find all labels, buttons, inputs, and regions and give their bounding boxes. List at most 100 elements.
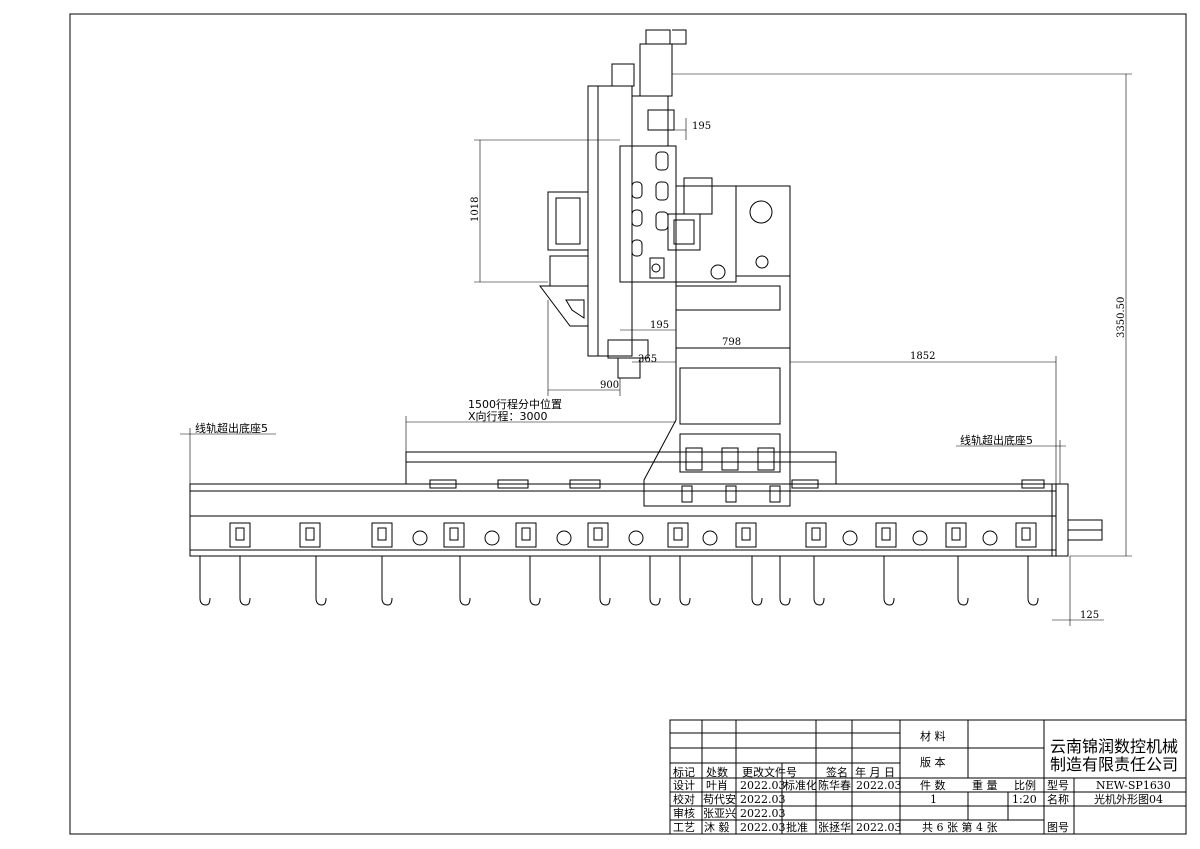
company-name-line2: 制造有限责任公司 [1050,755,1178,774]
leveling-hook [199,556,211,606]
bed-pocket-bolt [673,527,683,541]
bed-hole [702,530,718,546]
sheet-info: 共 6 张 第 4 张 [922,820,997,834]
design-name: 叶肖 [706,778,728,792]
bed-pocket-bolt [741,527,751,541]
header-count: 处数 [706,766,728,779]
note-x-stroke: X向行程：3000 [468,409,548,423]
std-name: 陈华春 [818,778,851,792]
bed-pocket [515,522,537,548]
scale-value: 1:20 [1012,793,1037,806]
leveling-hook [315,556,327,606]
note-rail-left: 线轨超出底座5 [195,421,268,435]
dim-1852: 1852 [910,351,935,362]
leveling-hook [751,556,763,606]
bed-pocket [875,522,897,548]
company-name-line1: 云南锦润数控机械 [1050,737,1178,756]
scale-label: 比例 [1014,778,1036,792]
bed-pocket [667,522,689,548]
leveling-hooks [199,556,1039,606]
note-rail-right: 线轨超出底座5 [960,433,1033,447]
approve-date: 2022.03 [856,821,902,834]
dim-1018: 1018 [470,197,481,222]
design-label: 设计 [673,779,695,792]
std-date: 2022.03 [856,779,902,792]
bed-pocket-bolt [1021,527,1031,541]
drawing-no-label: 图号 [1047,821,1069,834]
note-stroke-center: 1500行程分中位置 [468,397,562,411]
version-label: 版 本 [920,755,946,769]
process-label: 工艺 [673,821,695,834]
bed-pocket-bolt [377,527,387,541]
qty-value: 1 [930,793,937,806]
bed-pocket-bolt [951,527,961,541]
std-label: 标准化 [784,778,817,792]
spindle-motor [639,43,673,97]
dim-125: 125 [1080,610,1099,621]
header-change-doc: 更改文件号 [742,765,797,779]
bed-pocket [229,522,251,548]
bed-pocket [299,522,321,548]
check-name: 苟代安 [703,792,736,806]
review-name: 张亚兴 [703,807,736,820]
worktable [405,451,1045,489]
name-label: 名称 [1047,792,1069,806]
leveling-hook [649,556,661,606]
check-label: 校对 [673,792,695,806]
bed-hole [484,530,500,546]
bed-hole [556,530,572,546]
leveling-hook [381,556,393,606]
leveling-hook [529,556,541,606]
model-label: 型号 [1047,778,1069,792]
bed-pocket-bolt [449,527,459,541]
bed-pocket [805,522,827,548]
material-label: 材 料 [920,729,946,743]
spindle-nose [617,357,641,379]
check-date: 2022.03 [740,793,786,806]
column-bore-small [755,255,769,269]
dim-798: 798 [722,337,741,348]
bed-hole [842,530,858,546]
dim-195-top: 195 [692,121,711,132]
title-block [669,719,1187,835]
bed-hole [628,530,644,546]
leveling-hook [1027,556,1039,606]
bed-pocket [945,522,967,548]
bed-pocket-bolt [305,527,315,541]
dim-365: 365 [638,354,657,365]
dimension-lines [180,73,1132,626]
review-label: 审核 [673,806,695,820]
dim-900: 900 [600,380,619,391]
bed-pocket-bolt [235,527,245,541]
drawing-frame [69,13,1187,835]
column [643,185,791,507]
name-value: 光机外形图04 [1094,792,1163,806]
column-bore-left [710,264,726,280]
bed-pocket [587,522,609,548]
leveling-hook [239,556,251,606]
tool-magazine [539,191,589,327]
model-value: NEW-SP1630 [1096,779,1171,792]
bed-bolt-pockets [229,522,1037,548]
bed-pocket-bolt [521,527,531,541]
header-sign: 签名 [826,765,848,779]
bed-pocket-bolt [881,527,891,541]
bed-pocket [443,522,465,548]
headstock [587,29,687,379]
bed-pocket [371,522,393,548]
bed-round-holes [412,530,998,546]
machine-bed [189,483,1103,557]
design-date: 2022.03 [740,779,786,792]
approve-name: 张拯华 [818,820,851,834]
leveling-hook [957,556,969,606]
leveling-hook [459,556,471,606]
leveling-hook [813,556,825,606]
review-date: 2022.03 [740,807,786,820]
dim-3350: 3350.50 [1116,297,1127,338]
bed-pocket-bolt [811,527,821,541]
process-name: 沐 毅 [704,820,730,834]
bed-hole [412,530,428,546]
bed-hole [912,530,928,546]
bed-pocket [1015,522,1037,548]
